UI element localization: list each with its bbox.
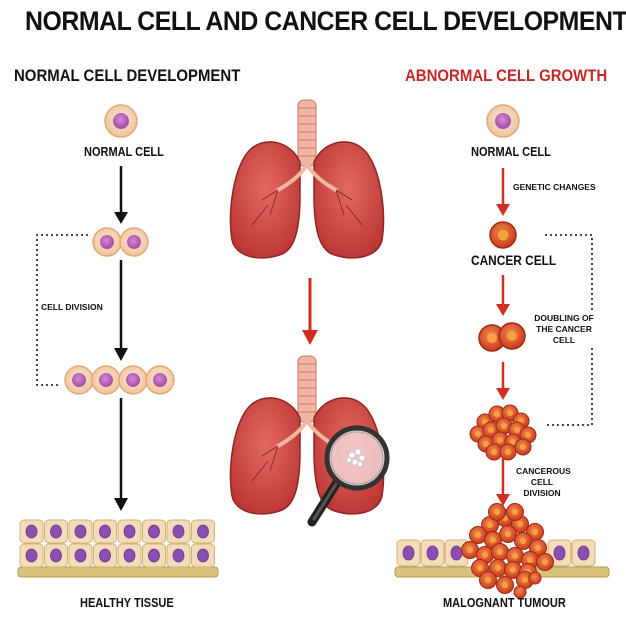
normal-cell-label-left: NORMAL CELL xyxy=(84,145,164,159)
arrow-left-3 xyxy=(114,398,128,511)
cell-division-bracket xyxy=(36,234,88,386)
magnifying-glass-icon xyxy=(307,425,390,527)
abnormal-growth-heading: ABNORMAL CELL GROWTH xyxy=(405,66,608,85)
doubling-label: DOUBLING OF THE CANCER CELL xyxy=(532,313,596,346)
cancer-cell-label: CANCER CELL xyxy=(471,253,557,268)
healthy-lungs-icon xyxy=(229,99,385,259)
malignant-tumour-illustration xyxy=(394,503,610,599)
arrow-left-1 xyxy=(114,166,128,224)
healthy-tissue-illustration xyxy=(17,519,219,578)
healthy-tissue-label: HEALTHY TISSUE xyxy=(80,596,174,610)
arrow-center-red xyxy=(302,278,318,345)
normal-cell-right xyxy=(486,104,520,138)
arrow-right-4 xyxy=(496,457,510,506)
normal-cell-left xyxy=(104,104,138,138)
malignant-tumour-label: MALOGNANT TUMOUR xyxy=(443,596,566,610)
cell-division-label: CELL DIVISION xyxy=(40,302,104,313)
page-title: NORMAL CELL AND CANCER CELL DEVELOPMENT xyxy=(25,6,626,36)
arrow-right-3 xyxy=(496,362,510,400)
arrow-right-2 xyxy=(496,275,510,316)
arrow-left-2 xyxy=(114,260,128,361)
genetic-changes-label: GENETIC CHANGES xyxy=(513,182,596,192)
cancer-cell-cluster xyxy=(469,404,537,461)
dividing-cells-pair xyxy=(92,227,149,257)
dividing-cells-four xyxy=(64,365,175,395)
cancerous-division-label: CANCEROUS CELL DIVISION xyxy=(516,466,571,498)
doubling-cancer-cells xyxy=(478,322,526,352)
cancer-cell-icon xyxy=(489,221,517,249)
normal-cell-label-right: NORMAL CELL xyxy=(471,145,551,159)
arrow-right-1 xyxy=(496,168,510,216)
normal-development-heading: NORMAL CELL DEVELOPMENT xyxy=(14,66,241,85)
